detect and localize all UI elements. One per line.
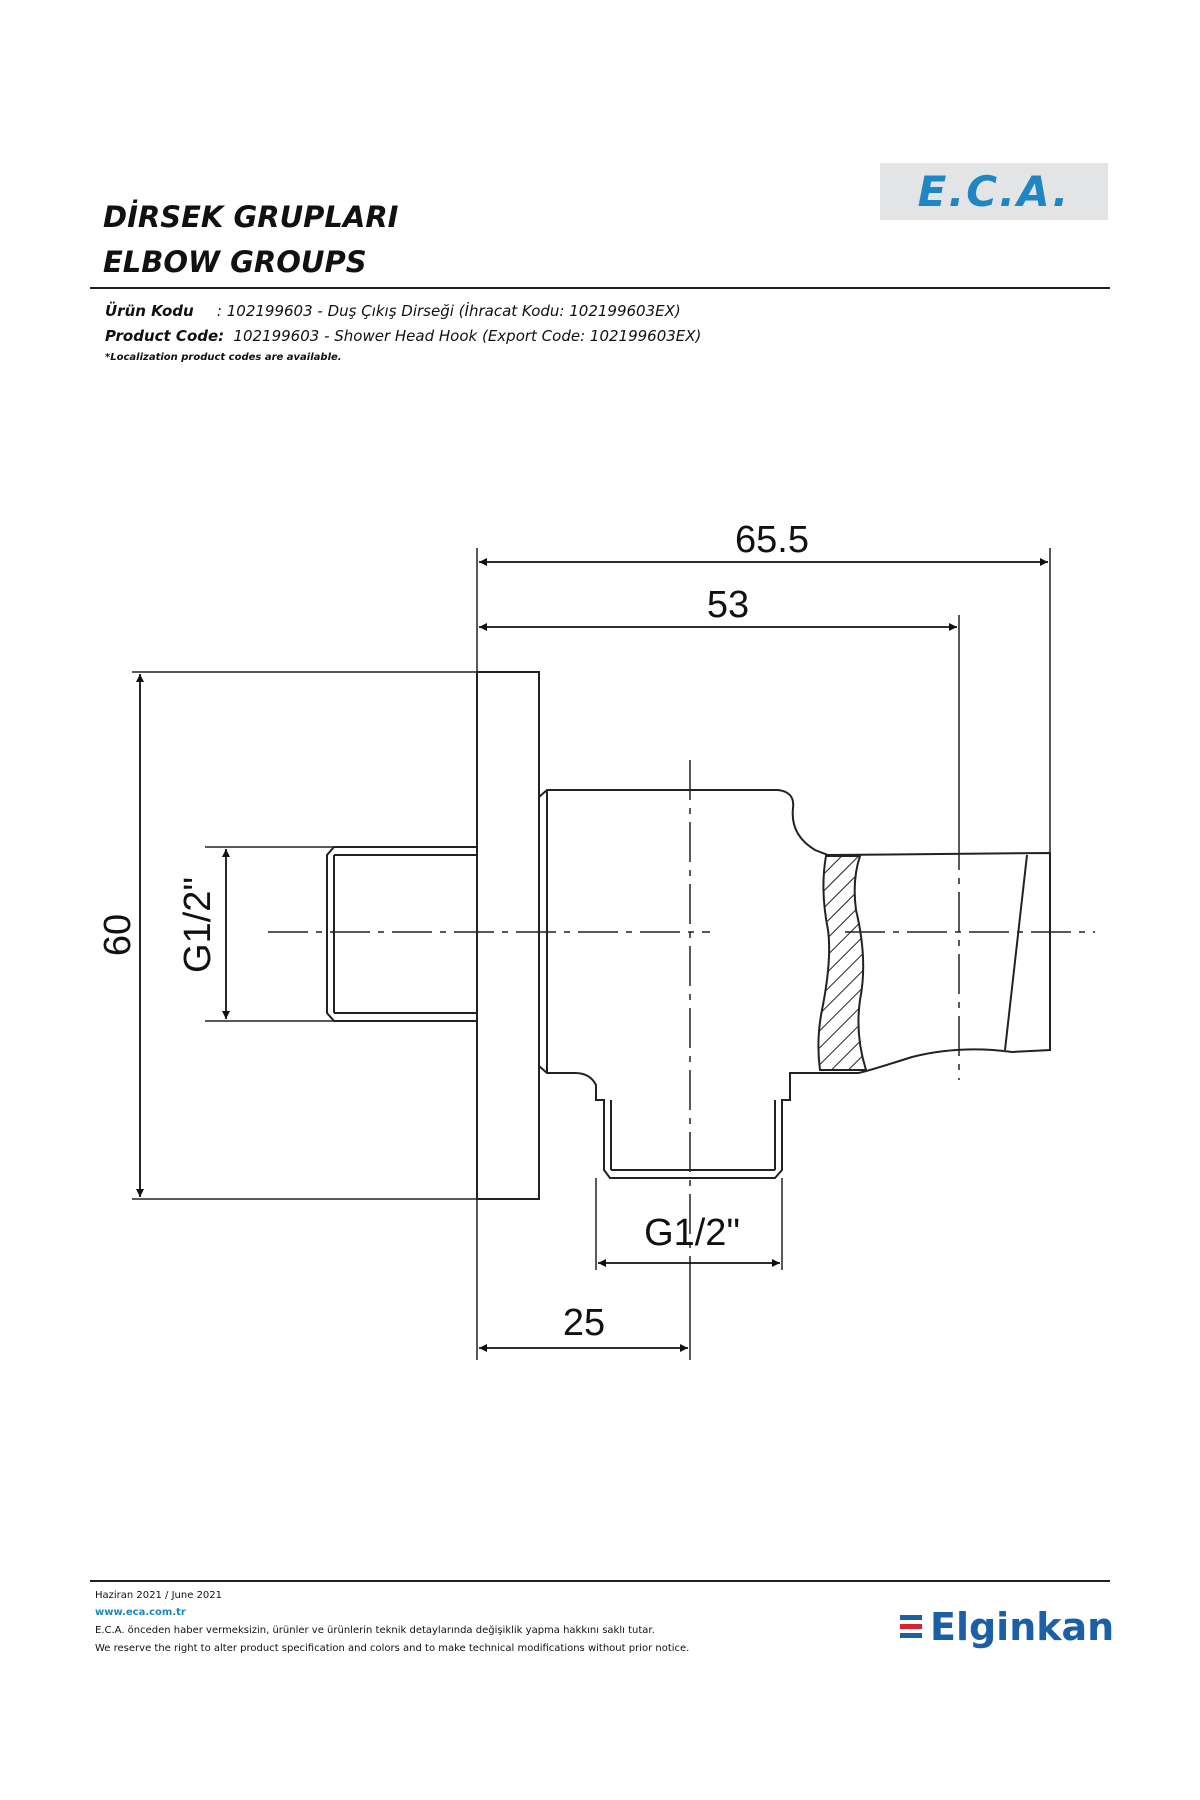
product-code-label-en: Product Code: (105, 327, 225, 345)
title-en: ELBOW GROUPS (103, 245, 367, 279)
dim-outlet-offset-label: 25 (563, 1302, 605, 1344)
eca-logo-text: E.C.A. (917, 167, 1071, 216)
product-code-value-en: 102199603 - Shower Head Hook (Export Cod… (233, 327, 702, 345)
elbow-body (538, 789, 1051, 1179)
elginkan-logo-text: Elginkan (930, 1605, 1115, 1649)
header-rule (90, 287, 1110, 289)
center-lines (268, 760, 1095, 1260)
footer-date: Haziran 2021 / June 2021 (95, 1590, 223, 1601)
localization-note: *Localization product codes are availabl… (105, 352, 342, 363)
inlet-pipe (326, 846, 477, 1022)
product-code-tr: Ürün Kodu : 102199603 - Duş Çıkış Dirseğ… (105, 302, 681, 320)
footer-rule (90, 1580, 1110, 1582)
product-code-label-tr: Ürün Kodu (105, 302, 194, 320)
dim-inlet-thread-label: G1/2" (177, 877, 219, 973)
elginkan-mark-icon (900, 1613, 922, 1641)
dimension-lines (136, 558, 1048, 1352)
dim-height-label: 60 (97, 914, 139, 956)
title-tr: DİRSEK GRUPLARI (103, 200, 399, 234)
product-code-en: Product Code: 102199603 - Shower Head Ho… (105, 327, 701, 345)
elginkan-logo: Elginkan (900, 1605, 1114, 1649)
hatched-section (817, 855, 868, 1071)
wall-flange (476, 671, 540, 1200)
product-code-value-tr: : 102199603 - Duş Çıkış Dirseği (İhracat… (216, 302, 681, 320)
footer-disclaimer-tr: E.C.A. önceden haber vermeksizin, ürünle… (95, 1625, 655, 1636)
dim-overall-length-label: 65.5 (735, 519, 809, 561)
dim-outlet-thread-label: G1/2" (644, 1212, 740, 1254)
eca-logo: E.C.A. (880, 163, 1108, 220)
footer-disclaimer-en: We reserve the right to alter product sp… (95, 1643, 690, 1654)
footer-website-link[interactable]: www.eca.com.tr (95, 1607, 186, 1618)
dim-hook-length-label: 53 (707, 584, 749, 626)
part-outline (326, 671, 1051, 1200)
extension-lines (132, 548, 1051, 1360)
